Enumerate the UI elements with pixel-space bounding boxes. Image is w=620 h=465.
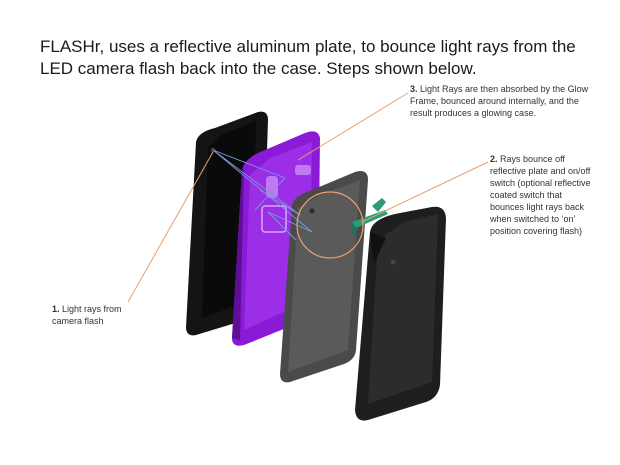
callout-1: 1. Light rays from camera flash	[52, 303, 132, 327]
callout-2-number: 2.	[490, 154, 498, 164]
callout-3: 3. Light Rays are then absorbed by the G…	[410, 83, 600, 119]
callout-3-number: 3.	[410, 84, 418, 94]
callout-1-text: Light rays from camera flash	[52, 304, 122, 326]
callout-1-number: 1.	[52, 304, 60, 314]
callout-2-text: Rays bounce off reflective plate and on/…	[490, 154, 591, 236]
back-case	[355, 207, 446, 421]
frame-cutout-side	[295, 165, 311, 175]
plate-hole	[310, 209, 315, 214]
callout-2: 2. Rays bounce off reflective plate and …	[490, 153, 595, 237]
callout-3-text: Light Rays are then absorbed by the Glow…	[410, 84, 588, 118]
leader-line-3	[298, 93, 408, 160]
back-case-lens-hole	[391, 260, 396, 265]
